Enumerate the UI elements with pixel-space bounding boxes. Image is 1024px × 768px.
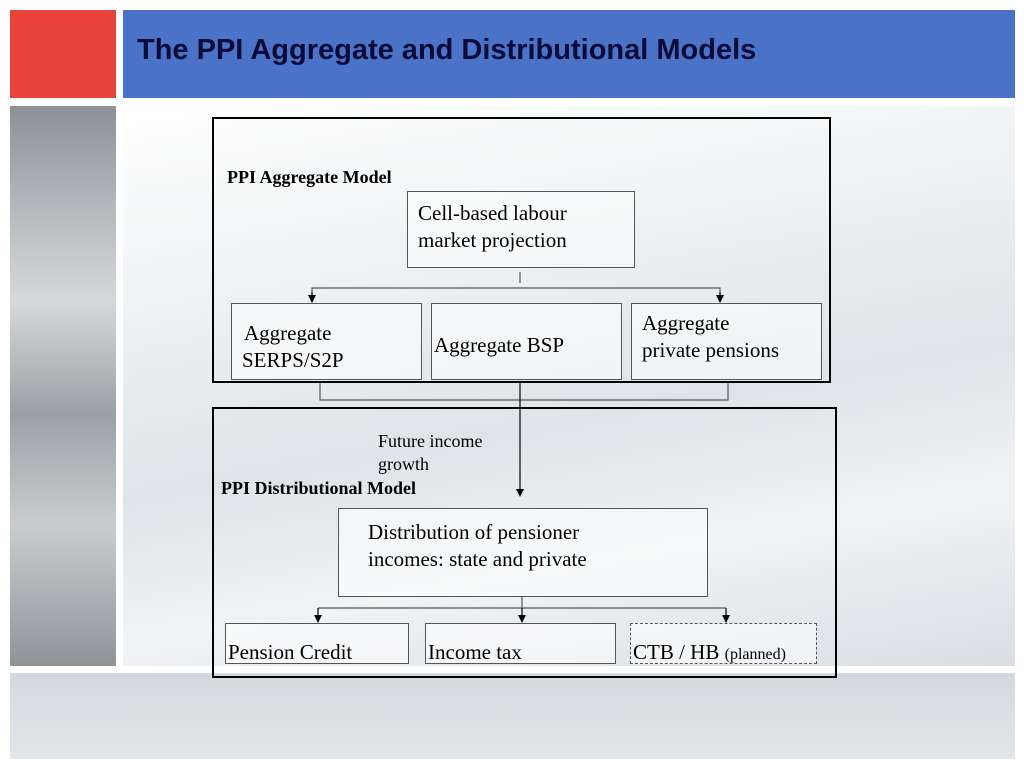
aggregate-model-title: PPI Aggregate Model bbox=[227, 167, 392, 187]
future-income-line1: Future income bbox=[378, 431, 483, 451]
future-income-growth-label: Future income growth bbox=[378, 430, 482, 476]
slide-title: The PPI Aggregate and Distributional Mod… bbox=[137, 34, 757, 66]
bsp-label: Aggregate BSP bbox=[434, 333, 565, 357]
pension-credit-label: Pension Credit bbox=[228, 640, 353, 664]
aggregate-model-frame bbox=[212, 117, 831, 383]
red-accent-square bbox=[10, 10, 116, 98]
private-line2: private pensions bbox=[642, 338, 780, 362]
aggregate-merge-bracket bbox=[319, 382, 729, 401]
projection-line1: Cell-based labour bbox=[418, 201, 567, 225]
serps-line2: SERPS/S2P bbox=[242, 348, 344, 372]
distribution-line1: Distribution of pensioner bbox=[368, 520, 580, 544]
bottom-decorative-bar bbox=[10, 673, 1015, 759]
projection-box: Cell-based labour market projection bbox=[407, 191, 635, 268]
ctb-hb-planned-note: (planned) bbox=[724, 646, 786, 663]
title-bar: The PPI Aggregate and Distributional Mod… bbox=[123, 10, 1015, 98]
pension-credit-box: Pension Credit bbox=[225, 623, 409, 664]
private-line1: Aggregate bbox=[642, 311, 730, 335]
ctb-hb-label: CTB / HB bbox=[633, 640, 720, 664]
distributional-model-title: PPI Distributional Model bbox=[221, 478, 417, 498]
future-income-line2: growth bbox=[378, 454, 429, 474]
distribution-box: Distribution of pensioner incomes: state… bbox=[338, 508, 708, 597]
income-tax-box: Income tax bbox=[425, 623, 616, 664]
ctb-hb-box: CTB / HB (planned) bbox=[630, 623, 817, 664]
serps-line1: Aggregate bbox=[244, 321, 332, 345]
private-pensions-box: Aggregate private pensions bbox=[631, 303, 822, 380]
bsp-box: Aggregate BSP bbox=[431, 303, 622, 380]
distribution-line2: incomes: state and private bbox=[368, 547, 587, 571]
serps-box: Aggregate SERPS/S2P bbox=[231, 303, 422, 380]
income-tax-label: Income tax bbox=[428, 640, 522, 664]
distributional-model-frame bbox=[212, 407, 837, 678]
projection-line2: market projection bbox=[418, 228, 567, 252]
left-decorative-panel bbox=[10, 106, 116, 666]
